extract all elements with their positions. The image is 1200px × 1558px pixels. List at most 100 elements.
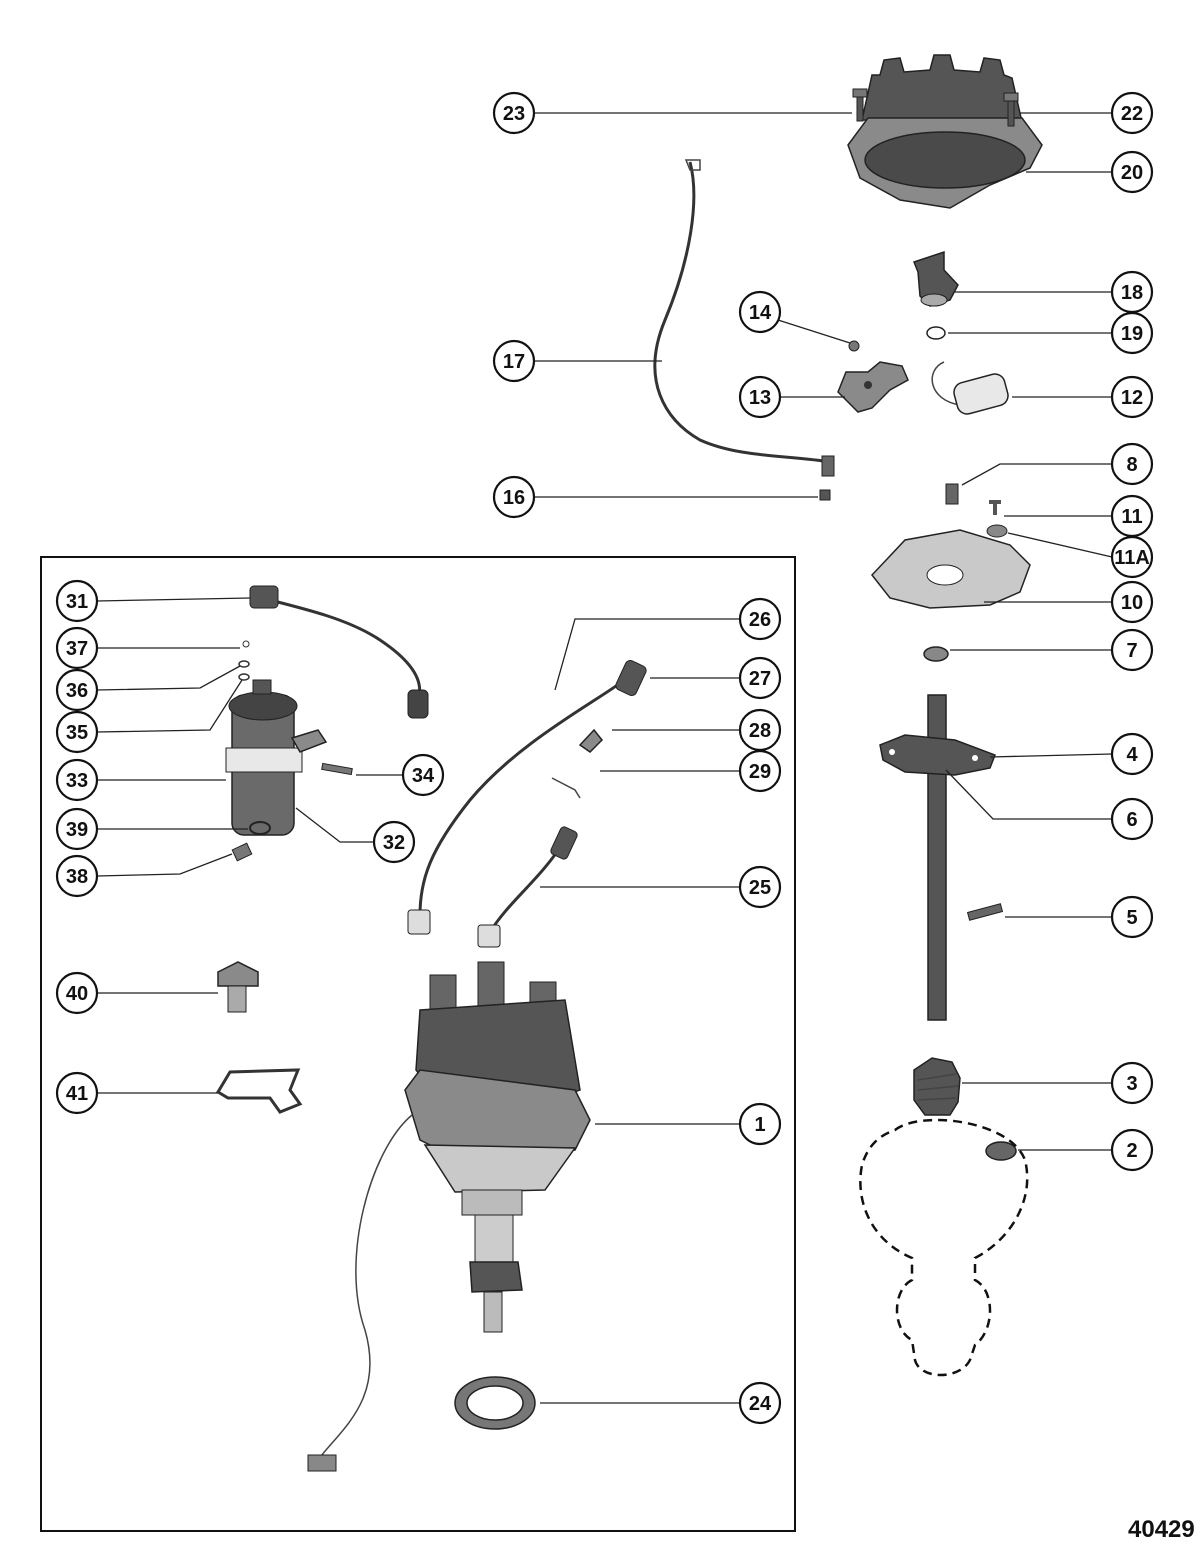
callout-label: 34 [412,765,435,787]
callout-28: 28 [612,708,782,752]
leader-line [96,679,243,733]
callout-label: 5 [1126,907,1137,929]
callout-label: 38 [66,866,88,888]
leader-line [1007,532,1113,558]
callout-bubble [1110,375,1154,419]
part-terminal [578,728,604,753]
part-rotor [913,250,959,307]
callout-bubble [1110,442,1154,486]
callout-10: 10 [984,580,1154,624]
leader-line [96,665,241,691]
part-plate-washer [986,524,1008,538]
callout-label: 14 [749,302,772,324]
callout-25: 25 [540,865,782,909]
callout-38: 38 [55,853,233,898]
callout-bubble [738,749,782,793]
callout-37: 37 [55,626,240,670]
callout-label: 11 [1121,506,1142,528]
callout-26: 26 [554,597,782,691]
callout-label: 16 [503,487,525,509]
callout-label: 24 [749,1393,772,1415]
callout-bubble [1110,1128,1154,1172]
callout-label: 19 [1121,323,1143,345]
callout-11: 11 [1004,494,1154,538]
callout-bubble [738,290,782,334]
leader-line [554,618,740,691]
part-distributor-assembly [307,961,591,1472]
callout-bubble [55,668,99,712]
callout-bubble [401,753,445,797]
part-coil-screw [321,762,353,776]
callout-bubble [738,865,782,909]
callout-label: 3 [1126,1073,1137,1095]
callout-bubble [738,656,782,700]
callout-4: 4 [989,732,1154,776]
callout-bubble [1110,535,1154,579]
callout-18: 18 [955,270,1154,314]
callout-bubble [55,971,99,1015]
part-flat-washer [238,673,250,681]
callout-label: 11A [1114,547,1150,569]
part-primary-lead-wire [653,159,835,477]
callout-label: 1 [754,1114,765,1136]
callout-13: 13 [738,375,845,419]
callout-35: 35 [55,679,243,754]
callout-label: 29 [749,761,771,783]
part-cap-screw-left [852,88,868,122]
part-breaker-plate [871,529,1031,609]
callout-label: 18 [1121,282,1143,304]
leader-line [945,769,1112,820]
callout-label: 20 [1121,162,1143,184]
callout-bubble [1110,895,1154,939]
callout-bubble [492,475,536,519]
callout-bubble [738,375,782,419]
callout-bubble [1110,628,1154,672]
part-roll-pin [966,903,1004,921]
part-coil-lead [249,585,429,719]
callout-bubble [55,1071,99,1115]
part-hold-down-bolt [217,961,259,1013]
leader-line [961,463,1112,486]
callout-bubble [1110,732,1154,776]
callout-40: 40 [55,971,218,1015]
callout-14: 14 [738,290,851,344]
part-drive-gear [913,1057,961,1116]
callout-bubble [55,854,99,898]
callout-29: 29 [600,749,782,793]
callout-label: 13 [749,387,771,409]
callout-23: 23 [492,91,852,135]
part-distributor-gasket [454,1376,536,1430]
part-lead-nut [819,489,831,501]
callout-label: 33 [66,770,88,792]
part-high-tension-lead [407,659,647,935]
callout-bubble [55,710,99,754]
part-clip [945,483,959,505]
callout-bubble [55,758,99,802]
callout-label: 40 [66,983,88,1005]
callout-12: 12 [1012,375,1154,419]
callout-5: 5 [1005,895,1154,939]
leader-line [989,753,1113,758]
callout-17: 17 [492,339,662,383]
callout-2: 2 [1018,1128,1154,1172]
callout-bubble [492,339,536,383]
callout-bubble [492,91,536,135]
part-contact-points [837,361,909,413]
callout-label: 41 [66,1083,88,1105]
part-point-screw [848,340,860,352]
callout-label: 4 [1126,744,1138,766]
callout-41: 41 [55,1071,218,1115]
callout-label: 12 [1121,387,1143,409]
part-bracket-washer [249,821,271,835]
callout-31: 31 [55,579,251,623]
callout-label: 37 [66,638,88,660]
part-terminal-clip [551,777,581,799]
callout-bubble [55,807,99,851]
callout-bubble [1110,797,1154,841]
callout-bubble [55,626,99,670]
callout-bubble [1110,150,1154,194]
callout-label: 35 [66,722,88,744]
callout-7: 7 [950,628,1154,672]
